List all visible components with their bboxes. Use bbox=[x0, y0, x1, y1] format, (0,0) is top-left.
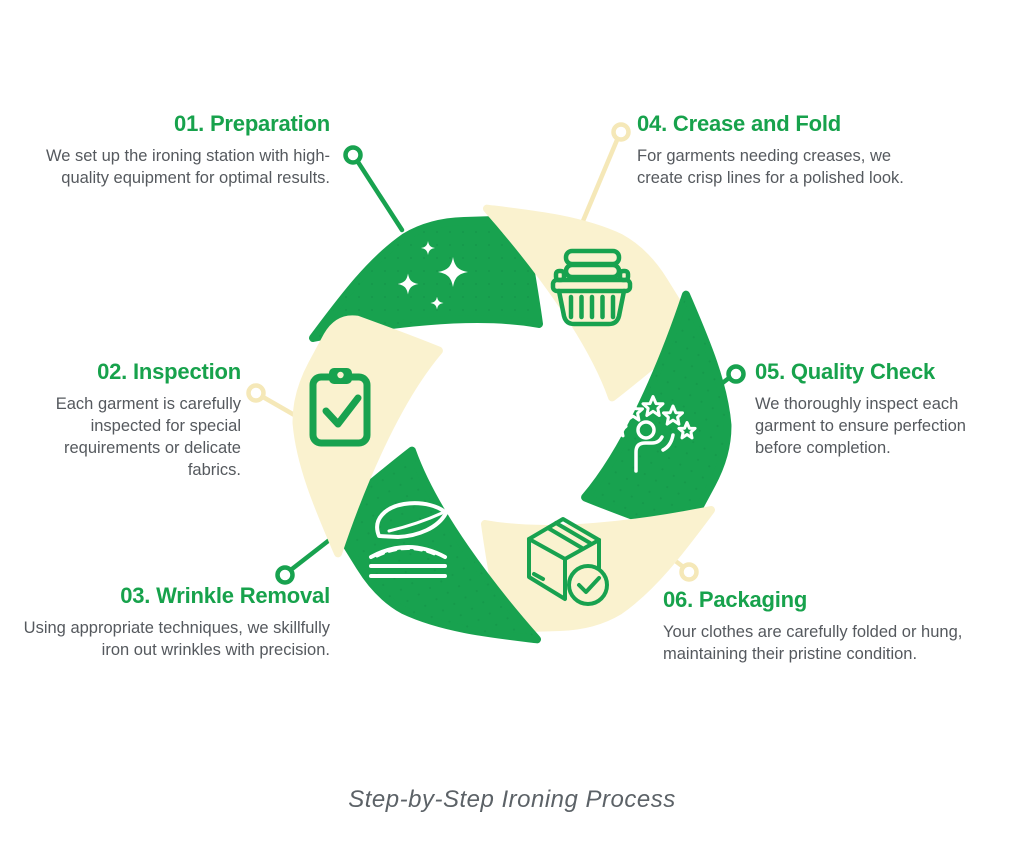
step-inspection-description: Each garment is carefully inspected for … bbox=[55, 395, 241, 479]
step-quality-check: 05. Quality Check We thoroughly inspect … bbox=[755, 359, 987, 460]
step-preparation-description: We set up the ironing station with high-… bbox=[45, 147, 330, 188]
step-preparation-title: 01. Preparation bbox=[174, 111, 330, 136]
connector-crease-and-fold bbox=[580, 122, 631, 224]
connector-dot-crease-and-fold bbox=[611, 122, 631, 142]
step-crease-and-fold-title: 04. Crease and Fold bbox=[637, 111, 842, 136]
diagram-caption: Step-by-Step Ironing Process bbox=[348, 786, 676, 813]
step-inspection-title: 02. Inspection bbox=[97, 359, 241, 384]
connector-dot-preparation bbox=[343, 145, 363, 165]
package-check-icon bbox=[527, 517, 609, 606]
connector-dot-quality-check bbox=[726, 364, 746, 384]
step-crease-and-fold-description: For garments needing creases, we create … bbox=[637, 147, 904, 188]
clipboard-check-icon bbox=[309, 368, 371, 447]
connector-dot-inspection bbox=[246, 383, 266, 403]
connector-dot-wrinkle-removal bbox=[275, 565, 295, 585]
step-packaging-title: 06. Packaging bbox=[663, 587, 808, 612]
connector-preparation bbox=[343, 145, 405, 233]
step-quality-check-description: We thoroughly inspect each garment to en… bbox=[755, 395, 966, 458]
star-person-icon bbox=[608, 394, 697, 473]
step-crease-and-fold: 04. Crease and Fold For garments needing… bbox=[637, 111, 927, 190]
step-wrinkle-removal: 03. Wrinkle Removal Using appropriate te… bbox=[10, 583, 331, 662]
step-preparation: 01. Preparation We set up the ironing st… bbox=[40, 111, 330, 190]
step-packaging-description: Your clothes are carefully folded or hun… bbox=[663, 623, 963, 664]
step-quality-check-title: 05. Quality Check bbox=[755, 359, 936, 384]
leaf-fabric-icon bbox=[369, 501, 456, 578]
laundry-basket-icon bbox=[550, 248, 633, 327]
step-inspection: 02. Inspection Each garment is carefully… bbox=[21, 359, 241, 482]
step-wrinkle-removal-description: Using appropriate techniques, we skillfu… bbox=[23, 619, 330, 660]
step-wrinkle-removal-title: 03. Wrinkle Removal bbox=[120, 583, 330, 608]
connector-dot-packaging bbox=[679, 562, 699, 582]
step-packaging: 06. Packaging Your clothes are carefully… bbox=[663, 587, 993, 666]
